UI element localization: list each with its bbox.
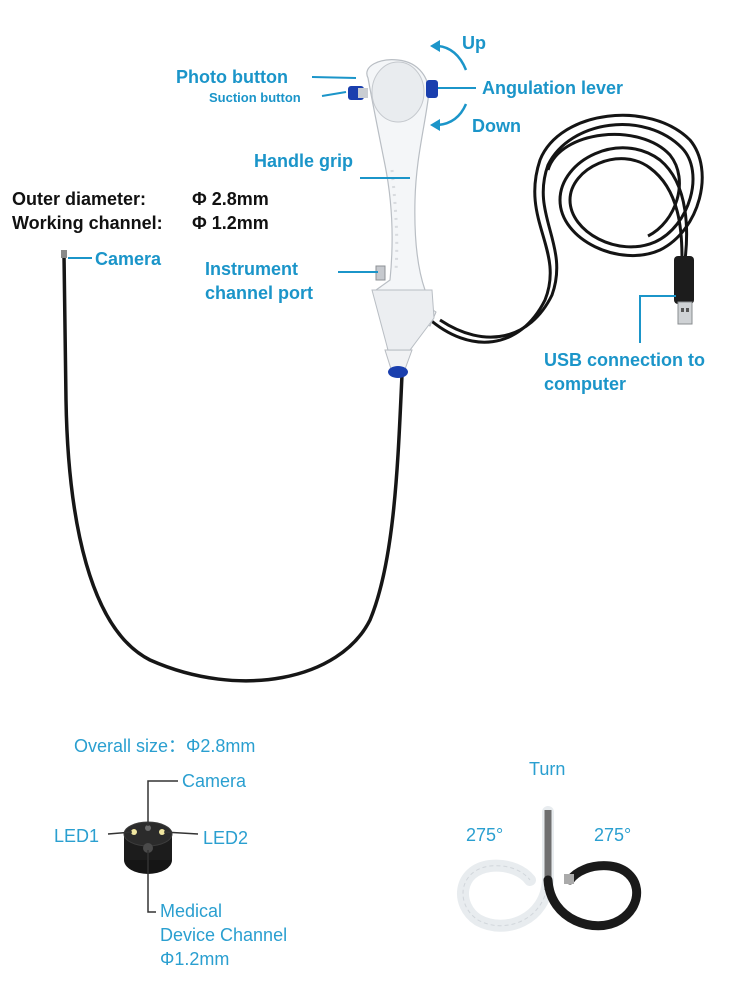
outer-diameter-label: Outer diameter:: [12, 189, 147, 209]
channel-label-line1: Medical: [160, 901, 223, 921]
handle-grip-label: Handle grip: [254, 151, 354, 171]
suction-button-label: Suction button: [209, 90, 301, 105]
led1-label: LED1: [54, 826, 100, 846]
tip-detail: [123, 821, 173, 874]
angulation-lever-knob: [426, 80, 438, 98]
working-channel-value: Φ 1.2mm: [192, 213, 269, 233]
leader-lines: [68, 76, 676, 343]
down-label: Down: [472, 116, 521, 136]
working-channel-label: Working channel:: [12, 213, 163, 233]
up-label: Up: [462, 33, 486, 53]
angulation-lever-label: Angulation lever: [482, 78, 624, 98]
channel-label-line3: Φ1.2mm: [160, 949, 230, 969]
photo-button-knob: [348, 86, 368, 100]
arrow-up-icon: [430, 40, 468, 71]
turn-right-angle: 275°: [594, 825, 632, 845]
camera-tip: [61, 250, 67, 258]
usb-cable: [427, 113, 704, 344]
turn-left-angle: 275°: [466, 825, 504, 845]
arrow-down-icon: [430, 103, 468, 131]
instrument-channel-port-label-line2: channel port: [205, 283, 314, 303]
tube-collar: [388, 366, 408, 378]
usb-label-line2: computer: [544, 374, 627, 394]
usb-label-line1: USB connection to: [544, 350, 705, 370]
usb-plug: [674, 256, 694, 325]
handle: [366, 59, 435, 351]
turn-title: Turn: [529, 759, 566, 779]
led1-dot: [131, 829, 137, 835]
photo-button-label: Photo button: [176, 67, 288, 87]
instrument-channel-port-label-line1: Instrument: [205, 259, 299, 279]
channel-hole: [143, 843, 153, 853]
camera-lens: [145, 825, 151, 831]
led2-label: LED2: [203, 828, 249, 848]
insertion-tube: [62, 254, 404, 683]
led2-dot: [159, 829, 165, 835]
camera-label: Camera: [95, 249, 162, 269]
tip-leader-lines: [107, 780, 199, 913]
overall-size-label: Overall size：Φ2.8mm: [74, 736, 256, 756]
channel-label-line2: Device Channel: [160, 925, 288, 945]
outer-diameter-value: Φ 2.8mm: [192, 189, 269, 209]
turn-detail: [457, 806, 641, 932]
tip-camera-label: Camera: [182, 771, 247, 791]
